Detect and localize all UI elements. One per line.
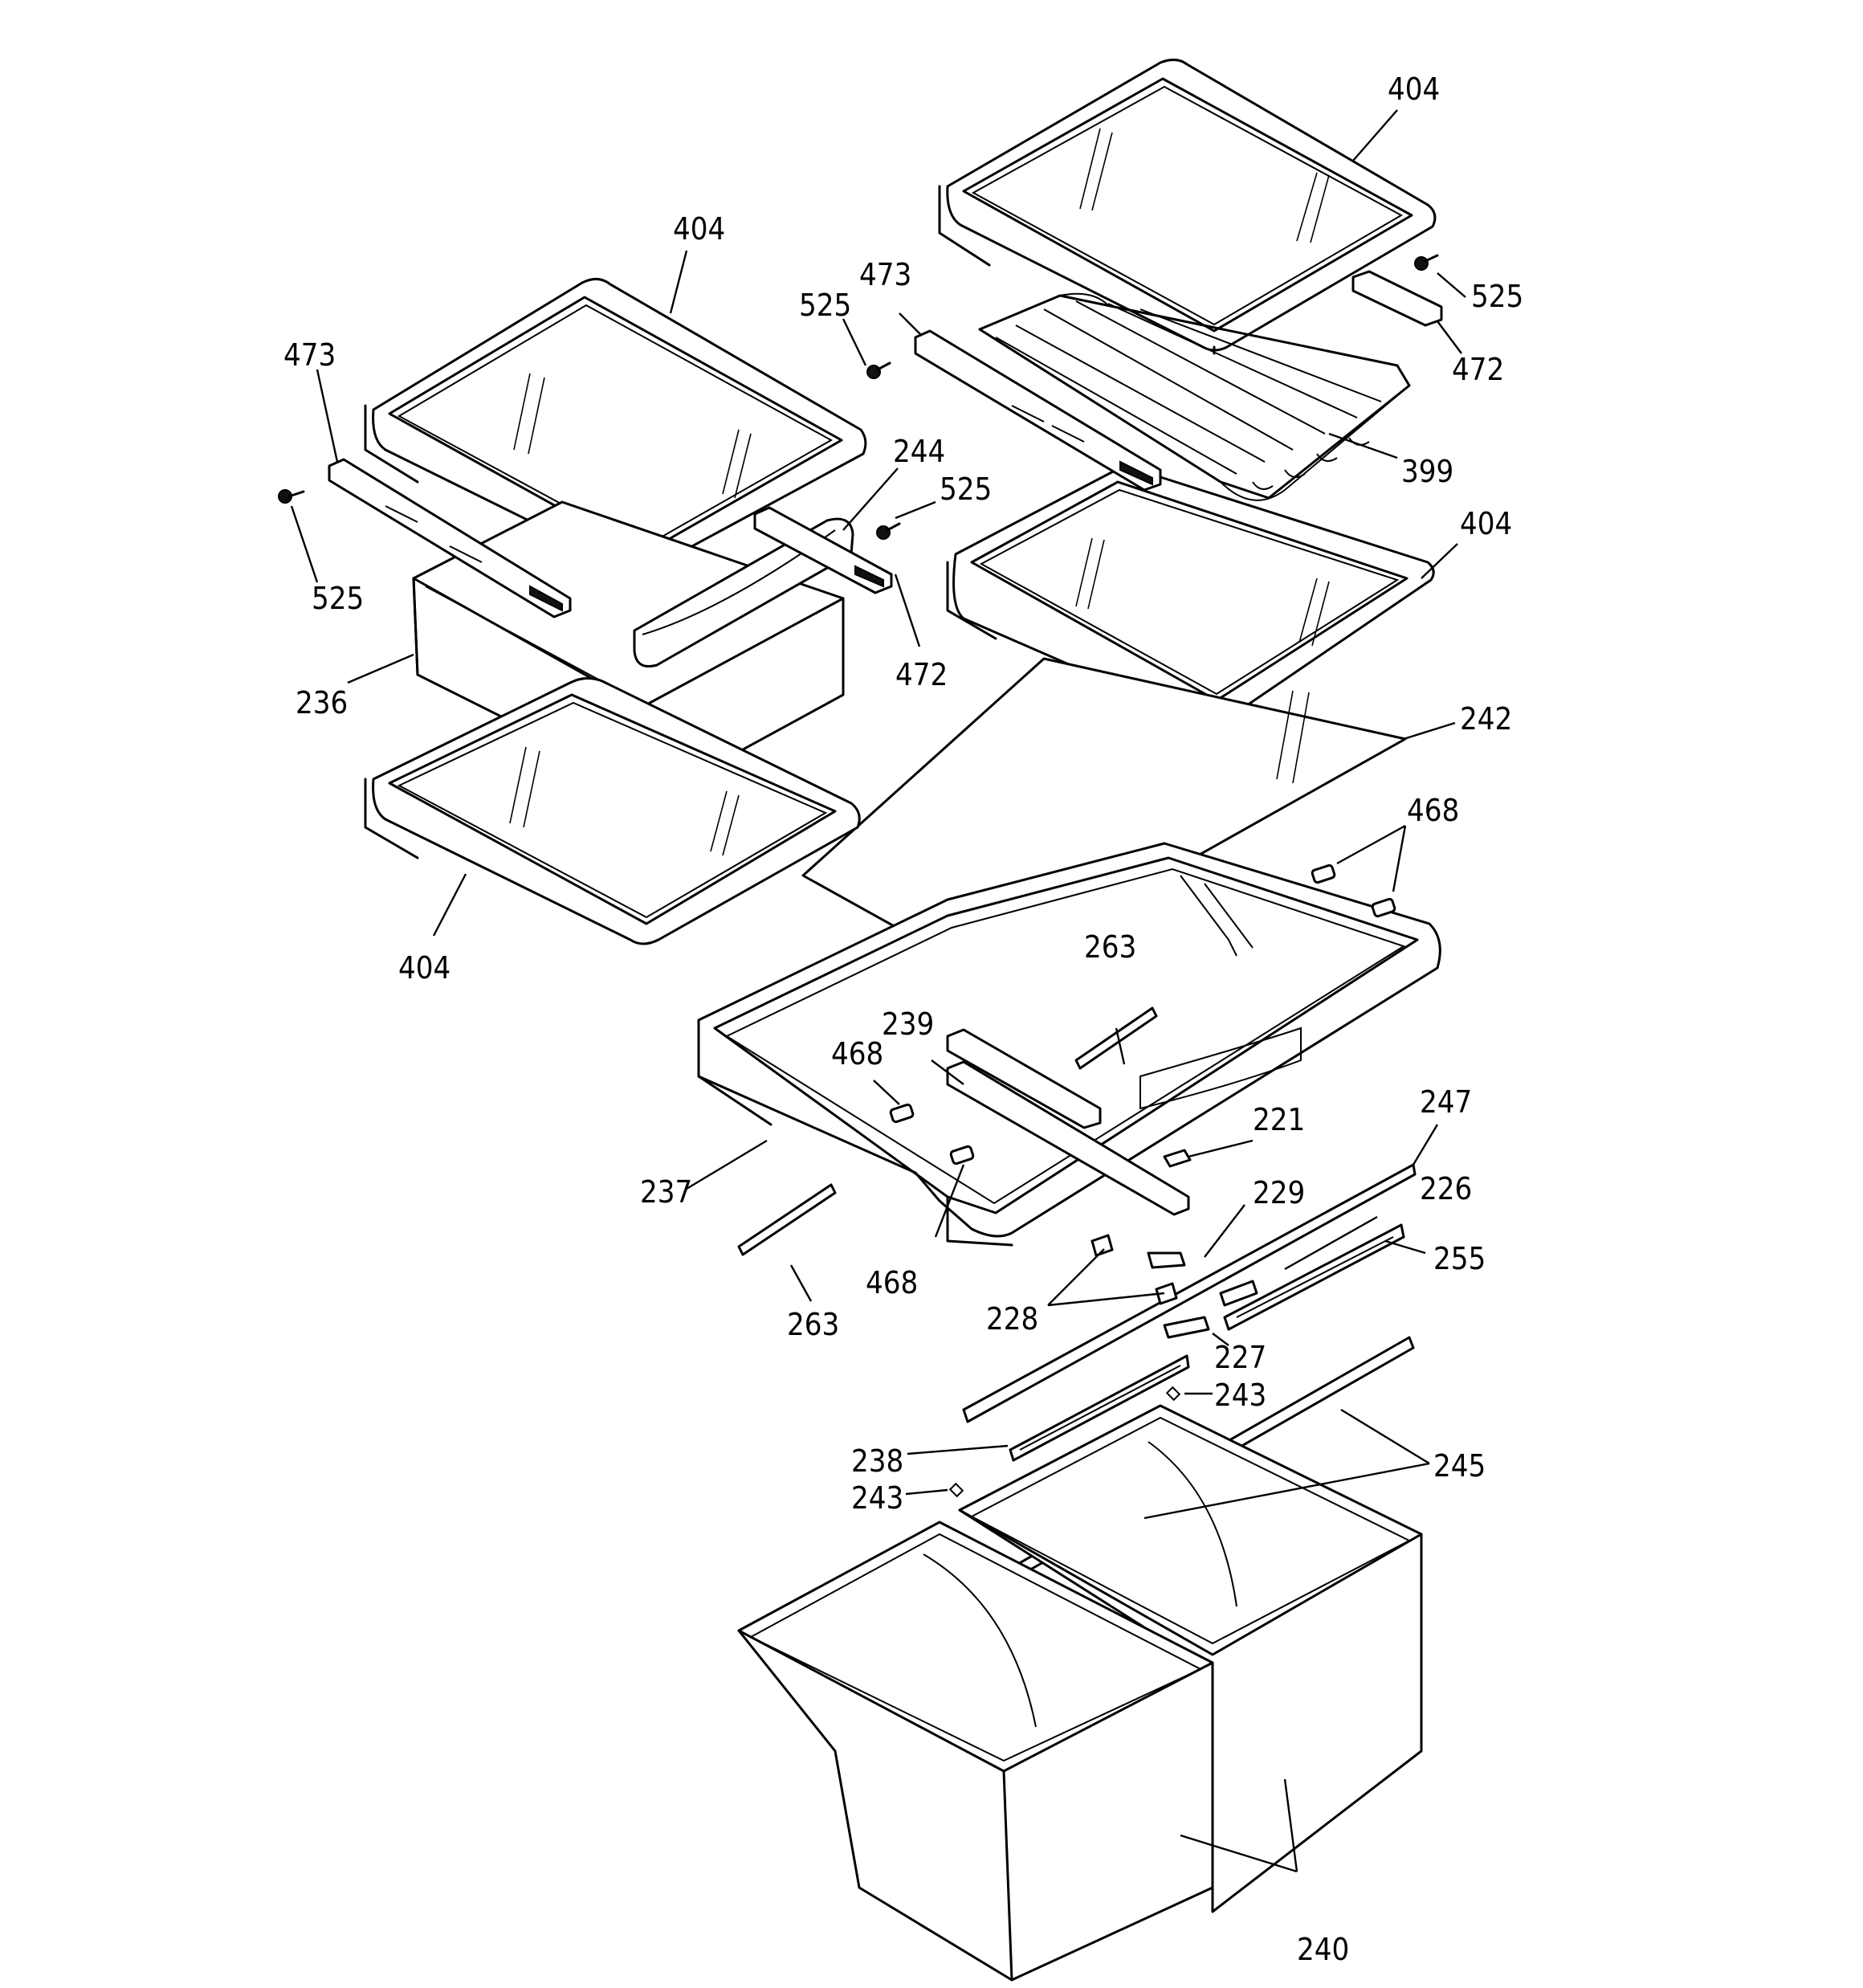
callout-255: 255 — [1433, 1241, 1486, 1276]
callout-247: 247 — [1420, 1084, 1472, 1120]
humidity-slide-226 — [962, 1163, 1417, 1423]
callout-468-bottom: 468 — [866, 1265, 918, 1300]
callout-404-top-right: 404 — [1388, 71, 1440, 107]
callout-472-left: 472 — [895, 657, 948, 692]
callout-404-bottom-left: 404 — [398, 950, 450, 986]
callout-labels: 404 404 404 404 473 473 525 525 525 525 … — [283, 71, 1523, 1967]
callout-399: 399 — [1401, 454, 1453, 489]
control-228 — [1090, 1234, 1178, 1305]
pad-468-b — [1371, 897, 1396, 918]
callout-237: 237 — [640, 1174, 692, 1210]
screw-525-right — [1414, 254, 1439, 271]
screw-525-left — [278, 489, 305, 504]
screw-525-mid2 — [876, 522, 901, 540]
callout-236: 236 — [296, 685, 348, 720]
callout-239: 239 — [882, 1006, 934, 1042]
shelf-middle-right — [946, 466, 1435, 727]
callout-221: 221 — [1253, 1102, 1305, 1137]
callout-525-mid2: 525 — [940, 471, 992, 507]
callout-525-mid: 525 — [799, 288, 851, 323]
callout-240: 240 — [1297, 1932, 1349, 1967]
callout-228: 228 — [986, 1301, 1038, 1337]
control-229 — [1147, 1251, 1186, 1269]
callout-473-right: 473 — [859, 257, 911, 292]
pad-468-c — [889, 1103, 915, 1124]
leader-lines — [290, 109, 1466, 1873]
control-track-238 — [1009, 1354, 1190, 1462]
crisper-cover-frame — [697, 842, 1441, 1247]
wire-basket — [978, 292, 1411, 501]
control-227 — [1163, 1280, 1258, 1339]
callout-227: 227 — [1214, 1340, 1266, 1375]
shelf-top-right — [938, 59, 1437, 355]
callout-243-lower: 243 — [851, 1480, 903, 1516]
rail-left-rear — [753, 506, 893, 594]
callout-229: 229 — [1253, 1175, 1305, 1210]
shelf-bottom-left — [364, 677, 861, 945]
shelf-top-left — [364, 278, 867, 574]
pad-468-d — [949, 1145, 975, 1165]
seal-243-b — [948, 1482, 964, 1498]
part-221 — [1163, 1149, 1192, 1168]
callout-238: 238 — [851, 1443, 903, 1479]
callout-242: 242 — [1460, 701, 1512, 737]
seal-243-a — [1165, 1386, 1181, 1402]
slide-rail-upper — [1074, 1006, 1158, 1070]
callout-473-left: 473 — [283, 337, 336, 373]
callout-468-right: 468 — [1407, 793, 1459, 828]
callout-263-lower: 263 — [787, 1307, 839, 1342]
screw-525-mid — [866, 361, 891, 379]
callout-243-upper: 243 — [1214, 1378, 1266, 1413]
pad-468-a — [1311, 863, 1336, 884]
callout-404-mid-right: 404 — [1460, 506, 1512, 541]
crisper-drawer-left — [737, 1521, 1214, 1982]
callout-226: 226 — [1420, 1171, 1472, 1206]
rail-left — [328, 458, 572, 618]
rail-right-rear — [1351, 270, 1443, 327]
callout-245: 245 — [1433, 1448, 1486, 1484]
control-track-255 — [1223, 1223, 1405, 1331]
callout-263-upper: 263 — [1084, 929, 1136, 965]
rail-right — [914, 329, 1162, 492]
divider-bar — [946, 1028, 1190, 1216]
callout-404-top-left: 404 — [673, 211, 725, 247]
callout-472-right: 472 — [1452, 352, 1504, 387]
callout-525-right: 525 — [1471, 279, 1523, 314]
callout-244: 244 — [893, 434, 945, 469]
slide-rail-lower — [737, 1183, 837, 1256]
callout-525-left: 525 — [312, 581, 364, 616]
callout-468-mid: 468 — [831, 1036, 883, 1072]
